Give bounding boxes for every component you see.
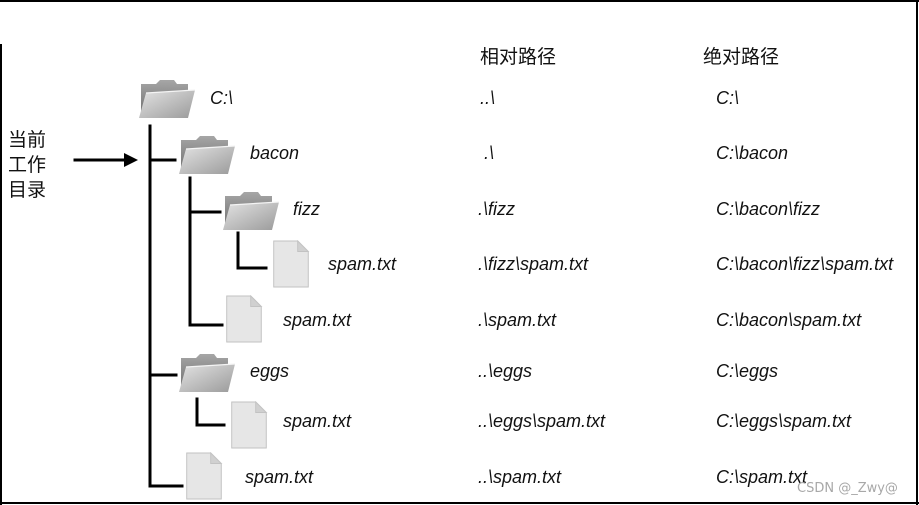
- folder-icon: [178, 352, 236, 394]
- file-icon: [225, 295, 263, 343]
- file-icon: [272, 240, 310, 288]
- relative-path: .\: [484, 143, 495, 163]
- relative-path: ..\eggs\spam.txt: [478, 411, 606, 431]
- tree-item-name: spam.txt: [283, 310, 352, 330]
- relative-path: .\spam.txt: [478, 310, 557, 330]
- watermark: CSDN @_Zwy@: [797, 481, 898, 496]
- tree-item-name: spam.txt: [328, 254, 397, 274]
- tree-item-name: spam.txt: [283, 411, 352, 431]
- file-icon: [185, 452, 223, 500]
- absolute-path-header: 绝对路径: [703, 46, 780, 68]
- cwd-arrow-head: [124, 153, 138, 167]
- frame-border-top: [0, 0, 919, 2]
- frame-border-left: [0, 44, 2, 505]
- tree-item-name: bacon: [250, 143, 300, 163]
- relative-path: ..\: [480, 88, 496, 108]
- relative-path-header: 相对路径: [480, 46, 557, 68]
- frame-border-bottom: [0, 502, 919, 504]
- relative-path: ..\eggs: [478, 361, 533, 381]
- folder-icon: [222, 190, 280, 232]
- relative-path: .\fizz: [478, 199, 516, 219]
- absolute-path: C:\spam.txt: [716, 467, 808, 487]
- relative-path: .\fizz\spam.txt: [478, 254, 589, 274]
- file-icon: [230, 401, 268, 449]
- frame-border-right: [916, 0, 918, 505]
- folder-icon: [178, 134, 236, 176]
- cwd-label-line-3: 目录: [8, 179, 47, 201]
- relative-path: ..\spam.txt: [478, 467, 562, 487]
- tree-item-name: eggs: [250, 361, 290, 381]
- tree-item-name: fizz: [293, 199, 320, 219]
- absolute-path: C:\bacon\spam.txt: [716, 310, 862, 330]
- absolute-path: C:\: [716, 88, 740, 108]
- tree-item-name: C:\: [210, 88, 234, 108]
- absolute-path: C:\eggs\spam.txt: [716, 411, 852, 431]
- cwd-label-line-2: 工作: [8, 154, 47, 176]
- absolute-path: C:\bacon\fizz: [716, 199, 821, 219]
- absolute-path: C:\bacon\fizz\spam.txt: [716, 254, 894, 274]
- absolute-path: C:\eggs: [716, 361, 779, 381]
- folder-icon: [138, 78, 196, 120]
- tree-item-name: spam.txt: [245, 467, 314, 487]
- cwd-label-line-1: 当前: [8, 129, 47, 151]
- absolute-path: C:\bacon: [716, 143, 789, 163]
